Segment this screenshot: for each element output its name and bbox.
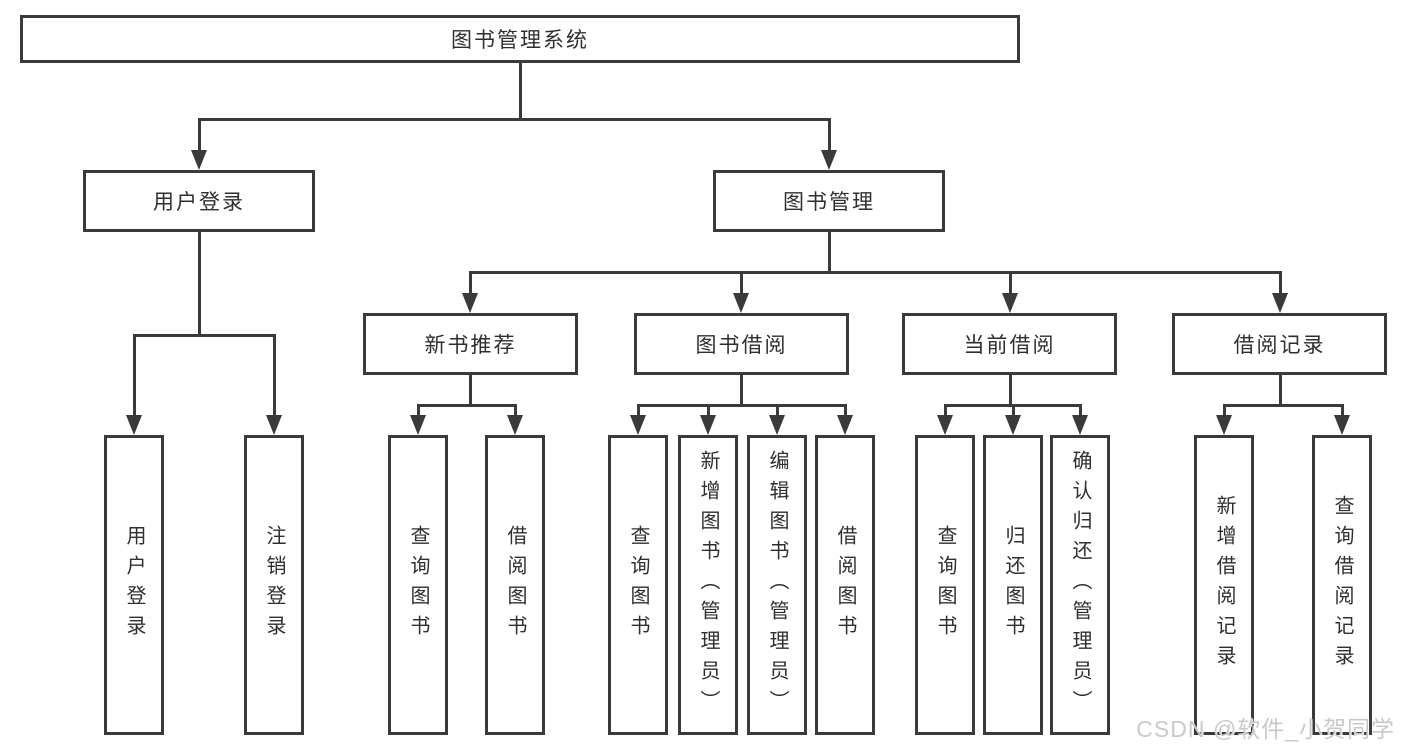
connector-level2-branch xyxy=(197,118,831,121)
leaf-user-login-label: 用户登录 xyxy=(123,525,145,645)
leaf-user-login: 用户登录 xyxy=(104,435,164,735)
connector-borrow-branch xyxy=(636,404,847,407)
arrow-cur-confirm xyxy=(1072,415,1088,435)
connector-records-stem xyxy=(1278,373,1282,406)
connector-drop-manage xyxy=(827,118,831,152)
leaf-borrow-add-admin-label: 新增图书（管理员） xyxy=(697,450,719,720)
connector-drop-current xyxy=(1008,271,1012,295)
leaf-borrow-query: 查询图书 xyxy=(608,435,668,735)
leaf-newbook-query: 查询图书 xyxy=(388,435,448,735)
connector-drop-logout xyxy=(272,334,276,417)
connector-drop-cur-query xyxy=(943,404,947,417)
connector-current-stem xyxy=(1008,373,1012,406)
connector-level3-branch xyxy=(468,271,1282,274)
arrow-nb-borrow xyxy=(507,415,523,435)
arrow-bw-edit xyxy=(769,415,785,435)
arrow-rec-add xyxy=(1216,415,1232,435)
connector-drop-records xyxy=(1278,271,1282,295)
leaf-borrow-query-label: 查询图书 xyxy=(627,525,649,645)
arrow-bw-add xyxy=(700,415,716,435)
leaf-newbook-borrow: 借阅图书 xyxy=(485,435,545,735)
leaf-borrow-borrow-label: 借阅图书 xyxy=(834,525,856,645)
leaf-borrow-edit-admin: 编辑图书（管理员） xyxy=(747,435,807,735)
leaf-current-query: 查询图书 xyxy=(915,435,975,735)
leaf-borrow-edit-admin-label: 编辑图书（管理员） xyxy=(766,450,788,720)
connector-drop-nb-borrow xyxy=(513,404,517,417)
arrow-current xyxy=(1002,293,1018,313)
connector-drop-rec-add xyxy=(1222,404,1226,417)
connector-drop-bw-query xyxy=(636,404,640,417)
connector-records-branch xyxy=(1222,404,1344,407)
connector-root-stem xyxy=(518,63,522,119)
connector-newbook-stem xyxy=(468,373,472,406)
node-root: 图书管理系统 xyxy=(20,15,1020,63)
leaf-newbook-query-label: 查询图书 xyxy=(407,525,429,645)
connector-drop-bw-borrow xyxy=(843,404,847,417)
connector-drop-cur-confirm xyxy=(1078,404,1082,417)
connector-login-stem xyxy=(197,231,201,337)
arrow-nb-query xyxy=(410,415,426,435)
csdn-watermark: CSDN @软件_小贺同学 xyxy=(1136,716,1395,742)
leaf-current-return: 归还图书 xyxy=(983,435,1043,735)
connector-drop-user-login xyxy=(132,334,136,417)
arrow-bw-borrow xyxy=(837,415,853,435)
arrow-cur-return xyxy=(1005,415,1021,435)
leaf-logout: 注销登录 xyxy=(244,435,304,735)
leaf-borrow-add-admin: 新增图书（管理员） xyxy=(678,435,738,735)
connector-drop-rec-query xyxy=(1340,404,1344,417)
leaf-current-query-label: 查询图书 xyxy=(934,525,956,645)
connector-drop-bw-add xyxy=(706,404,710,417)
arrow-newbook xyxy=(462,293,478,313)
connector-manage-stem xyxy=(827,231,831,273)
leaf-logout-label: 注销登录 xyxy=(263,525,285,645)
node-user-login-module-label: 用户登录 xyxy=(153,191,245,214)
arrow-bw-query xyxy=(630,415,646,435)
connector-borrow-stem xyxy=(739,373,743,406)
leaf-newbook-borrow-label: 借阅图书 xyxy=(504,525,526,645)
node-current-borrowing-label: 当前借阅 xyxy=(963,334,1056,357)
leaf-borrow-borrow: 借阅图书 xyxy=(815,435,875,735)
arrow-logout xyxy=(266,415,282,435)
arrow-login xyxy=(191,150,207,170)
node-current-borrowing: 当前借阅 xyxy=(902,313,1117,375)
node-borrowing-records-label: 借阅记录 xyxy=(1233,334,1326,357)
node-new-book-recommend-label: 新书推荐 xyxy=(424,334,517,357)
node-book-management-label: 图书管理 xyxy=(783,191,875,214)
node-book-borrowing-label: 图书借阅 xyxy=(695,334,788,357)
leaf-current-confirm-admin-label: 确认归还（管理员） xyxy=(1069,450,1091,720)
node-user-login-module: 用户登录 xyxy=(83,170,315,232)
leaf-current-confirm-admin: 确认归还（管理员） xyxy=(1050,435,1110,735)
arrow-manage xyxy=(821,150,837,170)
leaf-record-add-label: 新增借阅记录 xyxy=(1213,495,1235,675)
leaf-record-query: 查询借阅记录 xyxy=(1312,435,1372,735)
connector-drop-borrow xyxy=(739,271,743,295)
connector-drop-nb-query xyxy=(416,404,420,417)
leaf-record-query-label: 查询借阅记录 xyxy=(1331,495,1353,675)
connector-drop-login xyxy=(197,118,201,152)
arrow-cur-query xyxy=(937,415,953,435)
node-root-label: 图书管理系统 xyxy=(451,29,589,52)
leaf-current-return-label: 归还图书 xyxy=(1002,525,1024,645)
node-book-borrowing: 图书借阅 xyxy=(634,313,849,375)
connector-newbook-branch xyxy=(416,404,517,407)
connector-login-branch xyxy=(132,334,276,337)
node-borrowing-records: 借阅记录 xyxy=(1172,313,1387,375)
arrow-borrow xyxy=(733,293,749,313)
leaf-record-add: 新增借阅记录 xyxy=(1194,435,1254,735)
node-new-book-recommend: 新书推荐 xyxy=(363,313,578,375)
arrow-user-login xyxy=(126,415,142,435)
node-book-management: 图书管理 xyxy=(713,170,945,232)
arrow-rec-query xyxy=(1334,415,1350,435)
arrow-records xyxy=(1272,293,1288,313)
connector-drop-newbook xyxy=(468,271,472,295)
connector-drop-cur-return xyxy=(1011,404,1015,417)
connector-drop-bw-edit xyxy=(775,404,779,417)
